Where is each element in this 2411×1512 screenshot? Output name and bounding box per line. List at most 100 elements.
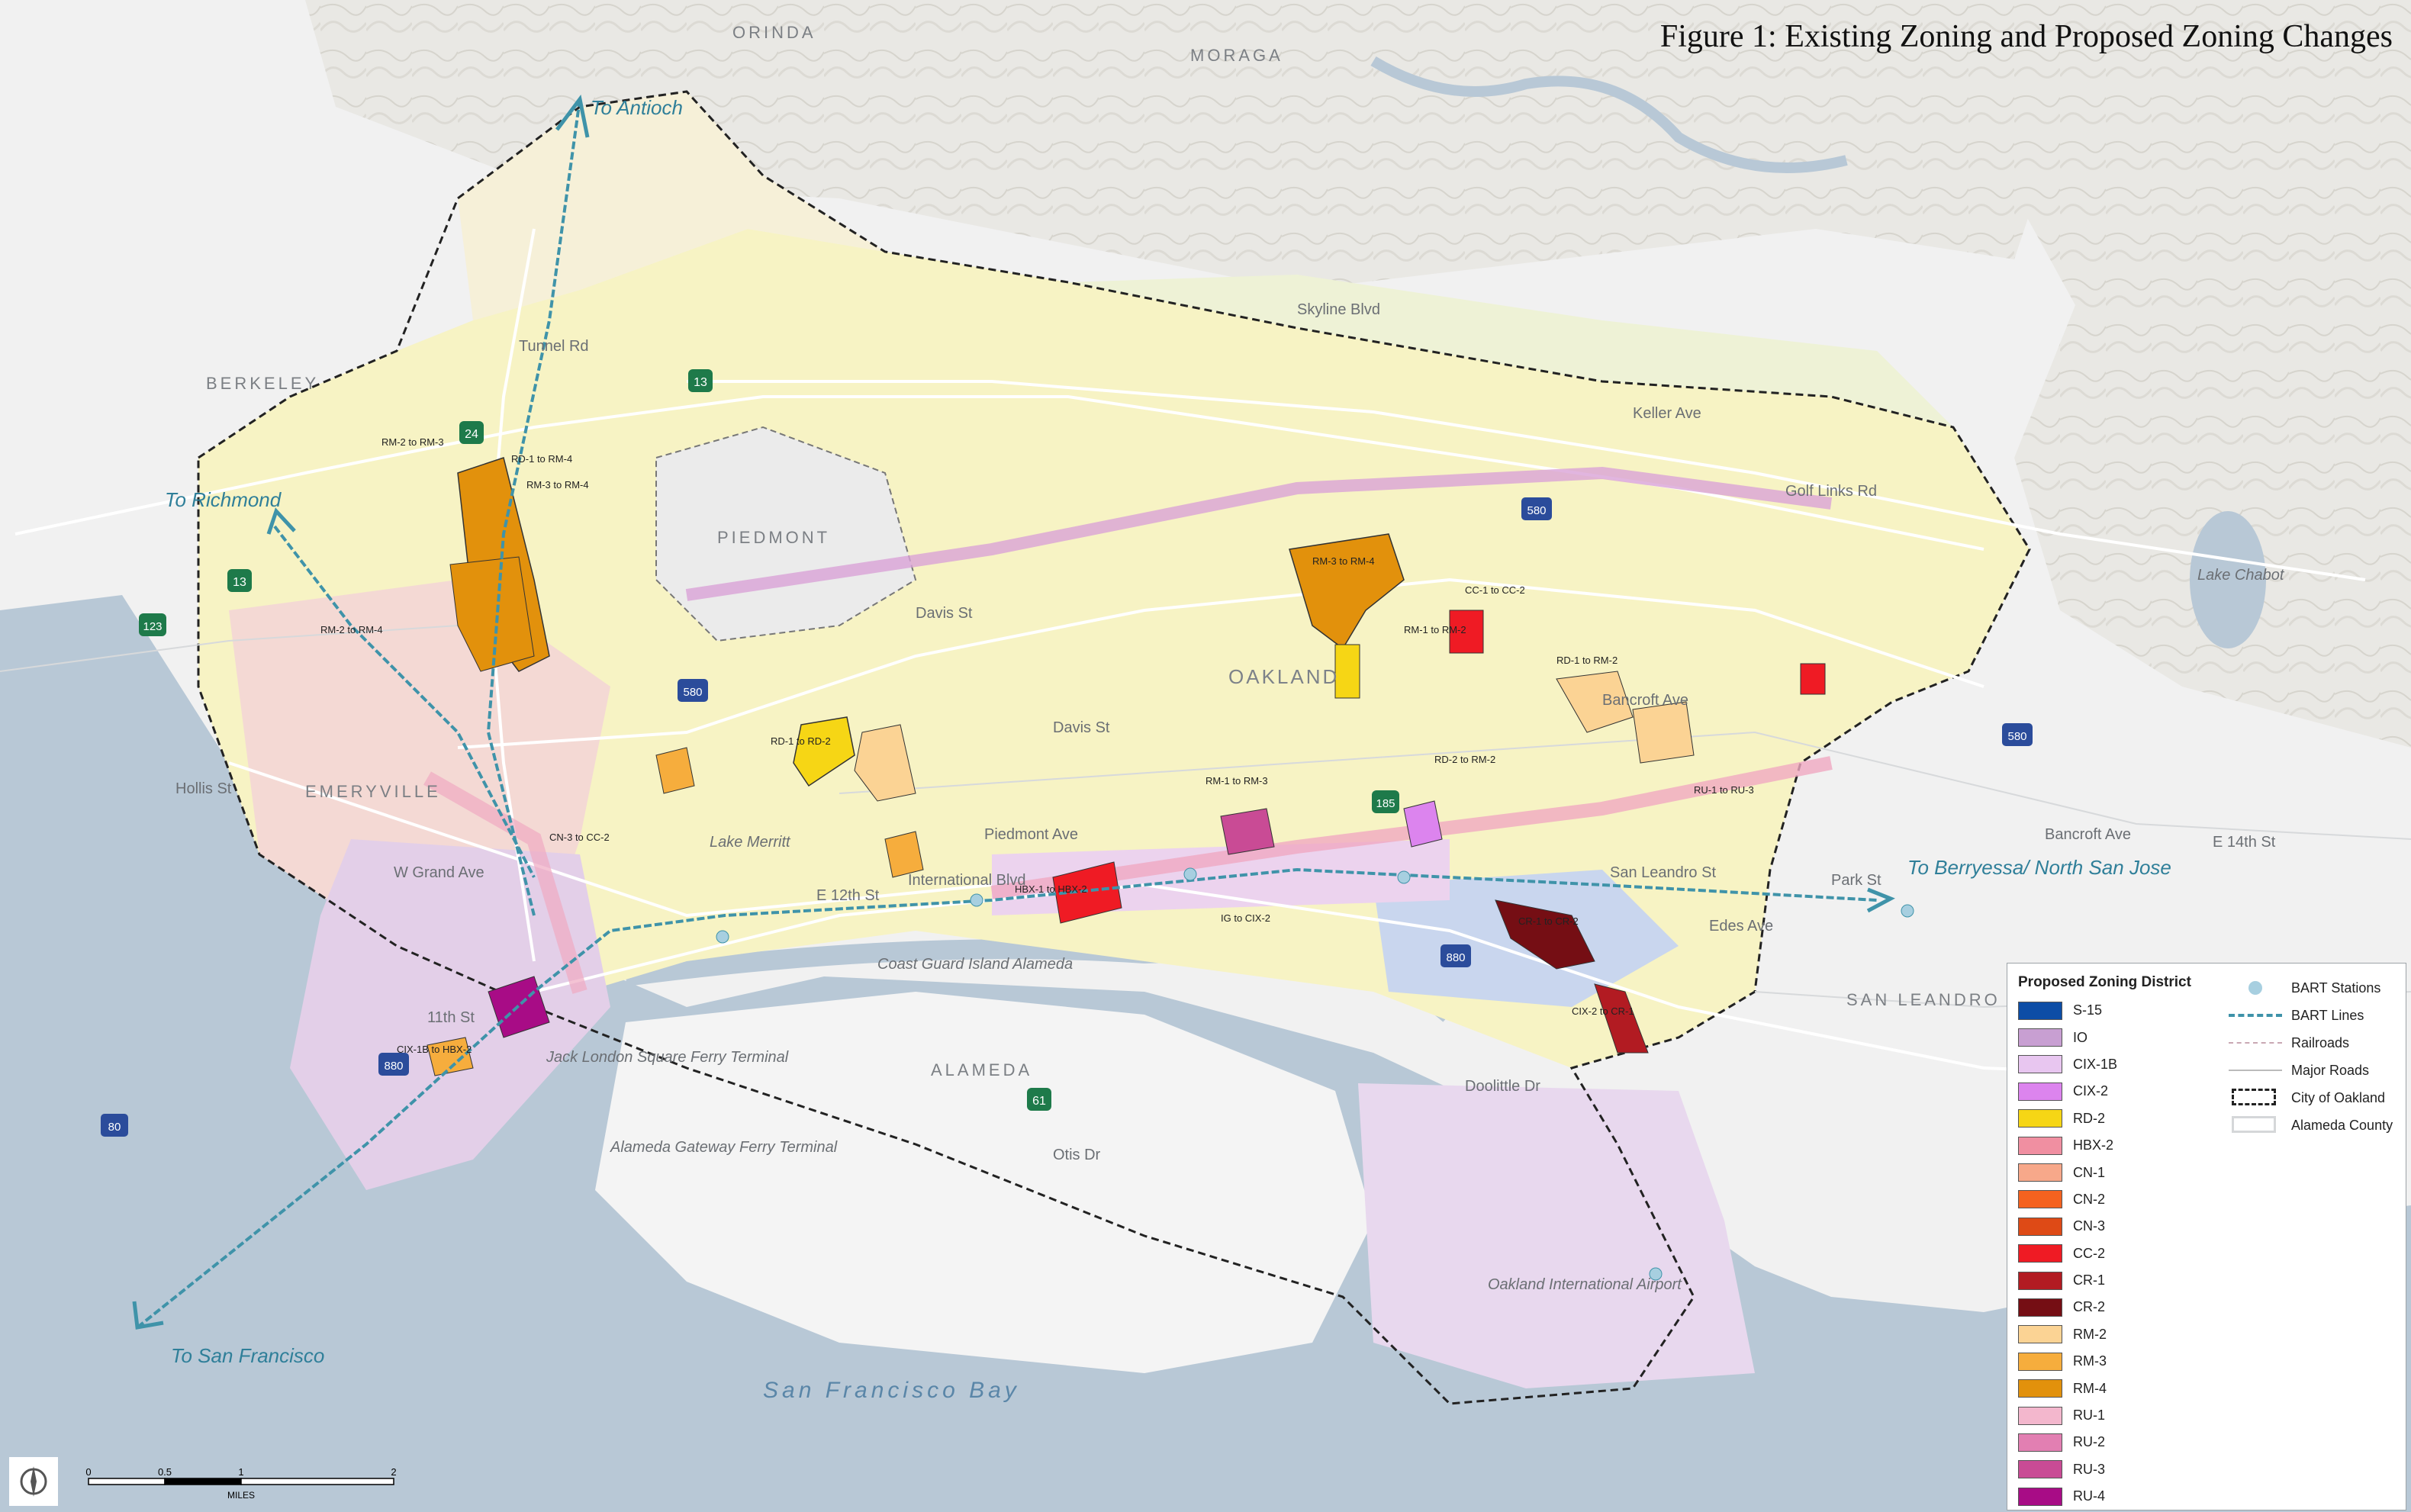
city-boundary-symbol	[2229, 1089, 2282, 1107]
street-label: W Grand Ave	[394, 864, 484, 881]
legend-swatch	[2018, 1298, 2062, 1317]
legend-district-code: RU-3	[2073, 1461, 2106, 1477]
legend-title: Proposed Zoning District	[2018, 974, 2191, 990]
legend-swatch	[2018, 1109, 2062, 1128]
legend-district-code: S-15	[2073, 1002, 2103, 1018]
road-line	[0, 625, 459, 672]
international-corridor	[990, 756, 1833, 899]
scale-tick: 1	[238, 1466, 243, 1478]
compass-icon	[9, 1457, 58, 1506]
legend-swatch	[2018, 1271, 2062, 1290]
legend-swatch	[2018, 1028, 2062, 1047]
legend-swatch	[2018, 1406, 2062, 1425]
legend-swatch	[2018, 1325, 2062, 1344]
shield-13: 13	[688, 369, 713, 392]
zone-label: CIX-2 to CR-1	[1572, 1005, 1634, 1017]
legend-district-row: RD-2	[2018, 1105, 2191, 1132]
svg-text:24: 24	[465, 428, 478, 441]
zone-label: RM-1 to RM-2	[1404, 624, 1466, 635]
place-orinda: ORINDA	[732, 23, 816, 42]
svg-text:880: 880	[1446, 951, 1465, 964]
svg-text:880: 880	[384, 1060, 403, 1073]
zone-label: RM-3 to RM-4	[1312, 555, 1375, 567]
legend-district-row: CR-2	[2018, 1294, 2191, 1321]
zone-label: RD-1 to RD-2	[771, 735, 831, 747]
legend-label: Railroads	[2291, 1034, 2350, 1050]
zone-label: CR-1 to CR-2	[1518, 915, 1579, 927]
shield-61: 61	[1027, 1088, 1051, 1111]
legend-district-code: RM-3	[2073, 1353, 2107, 1369]
airport-label: Oakland International Airport	[1488, 1276, 1682, 1293]
zone-label: RD-1 to RM-2	[1556, 655, 1618, 666]
legend-swatch	[2018, 1082, 2062, 1101]
legend-label: City of Oakland	[2291, 1089, 2386, 1105]
shield-580-b: 580	[678, 679, 708, 702]
legend-district-row: RU-4	[2018, 1483, 2191, 1510]
legend-district-row: S-15	[2018, 997, 2191, 1024]
street-labels: Skyline Blvd Keller Ave Golf Links Rd Tu…	[175, 301, 2276, 1163]
legend-swatch	[2018, 1055, 2062, 1074]
county-symbol	[2229, 1116, 2282, 1134]
zone-label: CIX-1B to HBX-2	[397, 1044, 472, 1055]
north-hills	[458, 92, 885, 320]
svg-text:185: 185	[1376, 797, 1395, 810]
parcel-rm4	[449, 556, 535, 672]
parcel-rm4	[1289, 533, 1405, 650]
scale-segment	[88, 1478, 166, 1485]
legend-swatch	[2018, 1001, 2062, 1020]
legend-district-code: CN-2	[2073, 1191, 2106, 1207]
hills-area	[305, 0, 2060, 290]
svg-text:13: 13	[694, 376, 707, 389]
zone-label: RD-2 to RM-2	[1434, 754, 1495, 765]
street-label: Keller Ave	[1633, 405, 1701, 422]
road-line	[228, 761, 993, 918]
railroad-symbol	[2229, 1034, 2282, 1052]
legend-district-code: RD-2	[2073, 1110, 2106, 1126]
place-moraga: MORAGA	[1190, 46, 1283, 65]
legend-district-row: RU-1	[2018, 1402, 2191, 1429]
parcel-cc2	[1052, 861, 1122, 924]
legend-district-code: IO	[2073, 1029, 2088, 1045]
zone-label: RM-2 to RM-4	[320, 624, 383, 635]
east-hills	[1068, 275, 1953, 427]
lake-chabot-label: Lake Chabot	[2197, 567, 2285, 584]
zone-label: RM-2 to RM-3	[381, 436, 444, 448]
airport-zone	[1358, 1083, 1755, 1388]
scale-tick: 2	[391, 1466, 396, 1478]
san-pablo-corridor	[423, 771, 587, 994]
legend-district-code: CR-2	[2073, 1299, 2106, 1315]
legend-reference: BART Stations BART Lines Railroads Major…	[2229, 974, 2393, 1139]
street-label: International Blvd	[908, 872, 1026, 889]
parcel-cix2	[1403, 800, 1443, 848]
street-label: Park St	[1831, 872, 1881, 889]
street-label: Golf Links Rd	[1785, 483, 1877, 500]
parcel-rm2	[1632, 701, 1695, 764]
road-line	[457, 577, 1984, 749]
legend-district-row: RU-2	[2018, 1429, 2191, 1456]
figure-title: Figure 1: Existing Zoning and Proposed Z…	[1659, 19, 2393, 54]
shield-24: 24	[459, 421, 484, 444]
bart-station	[1397, 870, 1411, 884]
legend-district-row: HBX-2	[2018, 1132, 2191, 1159]
legend-swatch	[2018, 1487, 2062, 1506]
parcel-rd2	[793, 716, 855, 787]
legend-district-code: CC-2	[2073, 1245, 2106, 1261]
legend-bart-lines: BART Lines	[2229, 1002, 2393, 1029]
zone-label: RM-3 to RM-4	[526, 479, 589, 491]
street-label: Edes Ave	[1709, 918, 1773, 935]
parcel-cc2	[1449, 610, 1484, 654]
scale-bar: 0 0.5 1 2 MILES	[82, 1465, 403, 1510]
coast-guard-label: Coast Guard Island Alameda	[877, 956, 1073, 973]
legend-major-roads: Major Roads	[2229, 1057, 2393, 1084]
bart-station	[716, 930, 729, 944]
legend-district-row: CIX-2	[2018, 1078, 2191, 1105]
svg-text:123: 123	[143, 620, 162, 633]
shield-123: 123	[139, 613, 166, 636]
legend-district-code: CN-3	[2073, 1218, 2106, 1234]
parcel-rm3	[655, 747, 695, 794]
place-alameda: ALAMEDA	[931, 1060, 1032, 1079]
street-label: Hollis St	[175, 780, 232, 797]
place-emeryville: EMERYVILLE	[305, 782, 441, 801]
